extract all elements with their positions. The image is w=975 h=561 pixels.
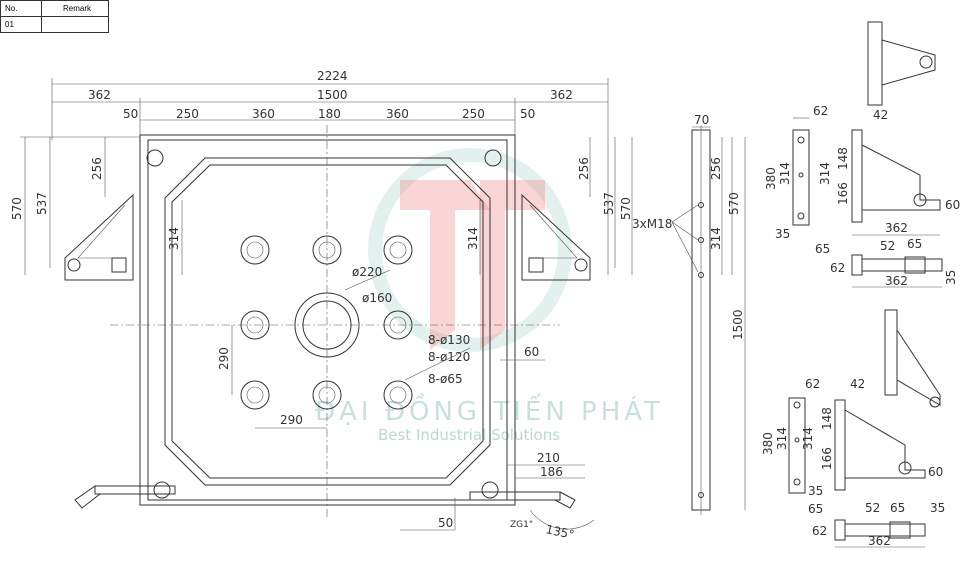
- dim-spacing: 180: [318, 107, 341, 121]
- bt-dim-148: 148: [836, 147, 850, 170]
- bb-dim-62: 62: [805, 377, 820, 391]
- port-holes: [240, 235, 413, 410]
- side-label-bolts: 3xM18: [632, 217, 672, 231]
- dim-plate-width: 1500: [317, 88, 348, 102]
- dim-210: 210: [537, 451, 560, 465]
- bb-dim-35b: 35: [930, 501, 945, 515]
- label-8-d120: 8-ø120: [428, 350, 470, 364]
- left-handle-bracket: [64, 193, 134, 281]
- bt-dim-60: 60: [945, 198, 960, 212]
- dim-186: 186: [540, 465, 563, 479]
- bb-dim-314b: 314: [801, 427, 815, 450]
- dim-spacing: 360: [252, 107, 275, 121]
- table-header-row: No. Remark: [0, 0, 109, 17]
- bracket-detail-bottom: 62 42 380 314 314 148 166 35 65 60 52 65…: [761, 309, 945, 548]
- side-dim-256: 256: [709, 157, 723, 180]
- right-outlet-nozzle: [469, 491, 595, 530]
- dim-right-314: 314: [466, 227, 480, 250]
- label-d160: ø160: [362, 291, 392, 305]
- watermark-tagline: Best Industrial Solutions: [378, 426, 560, 444]
- dim-grid-vertical: 290: [217, 347, 231, 370]
- dim-overall-width: 2224: [317, 69, 348, 83]
- dim-left-537: 537: [35, 192, 49, 215]
- bb-dim-35: 35: [808, 484, 823, 498]
- dim-right-256: 256: [577, 157, 591, 180]
- side-dim-1500: 1500: [731, 309, 745, 340]
- dim-edge: 60: [524, 345, 539, 359]
- bb-dim-380: 380: [761, 432, 775, 455]
- bt-dim-35: 35: [775, 227, 790, 241]
- bb-dim-42: 42: [850, 377, 865, 391]
- bb-dim-362: 362: [868, 534, 891, 548]
- bt-dim-380: 380: [764, 167, 778, 190]
- bb-dim-148: 148: [820, 407, 834, 430]
- bt-dim-362: 362: [885, 221, 908, 235]
- bt-dim-314b: 314: [818, 162, 832, 185]
- side-view: 70 3xM18 256 570 314 1500: [632, 113, 746, 515]
- side-dim-570: 570: [727, 192, 741, 215]
- remark-table: No. Remark 01: [0, 0, 109, 33]
- bb-dim-166: 166: [820, 447, 834, 470]
- bt-dim-52: 52: [880, 239, 895, 253]
- dim-right-537: 537: [602, 192, 616, 215]
- bt-dim-62b: 62: [830, 261, 845, 275]
- label-8-d65: 8-ø65: [428, 372, 463, 386]
- left-outlet-nozzle: [74, 485, 176, 509]
- right-handle-bracket: [521, 193, 591, 281]
- label-8-d130: 8-ø130: [428, 333, 470, 347]
- dim-spacing: 50: [123, 107, 138, 121]
- label-thread: ZG1": [510, 520, 533, 530]
- dim-left-256: 256: [90, 157, 104, 180]
- bb-dim-60: 60: [928, 465, 943, 479]
- bb-dim-62b: 62: [812, 524, 827, 538]
- dim-right-570: 570: [619, 197, 633, 220]
- dim-50: 50: [438, 516, 453, 530]
- label-angle: 135°: [544, 522, 575, 542]
- bb-dim-65b: 65: [890, 501, 905, 515]
- bt-dim-42: 42: [873, 108, 888, 122]
- dim-right-offset: 362: [550, 88, 573, 102]
- side-dim-70: 70: [694, 113, 709, 127]
- dim-spacing: 50: [520, 107, 535, 121]
- bb-dim-52: 52: [865, 501, 880, 515]
- side-dim-314: 314: [709, 227, 723, 250]
- bt-dim-65: 65: [815, 242, 830, 256]
- dim-spacing: 360: [386, 107, 409, 121]
- bb-dim-65: 65: [808, 502, 823, 516]
- bt-dim-166: 166: [836, 182, 850, 205]
- dim-spacing: 250: [462, 107, 485, 121]
- watermark-brand: ĐẠI ĐỒNG TIẾN PHÁT: [315, 392, 664, 427]
- cell-remark: [41, 16, 109, 33]
- cell-no: 01: [0, 16, 42, 33]
- front-view: 2224 362 1500 362 50 250 360 180 360 250…: [10, 69, 633, 542]
- dim-spacing: 250: [176, 107, 199, 121]
- dim-left-offset: 362: [88, 88, 111, 102]
- table-row: 01: [0, 16, 109, 33]
- bt-dim-35b: 35: [944, 270, 958, 285]
- watermark-logo: ĐẠI ĐỒNG TIẾN PHÁT Best Industrial Solut…: [315, 148, 664, 444]
- dim-left-314: 314: [167, 227, 181, 250]
- bt-dim-362b: 362: [885, 274, 908, 288]
- bracket-detail-top: 62 42 380 314 314 148 166 35 65 362 60 5…: [764, 21, 960, 288]
- label-d220: ø220: [352, 265, 382, 279]
- bt-dim-62: 62: [813, 104, 828, 118]
- dim-left-570: 570: [10, 197, 24, 220]
- bt-dim-65b: 65: [907, 237, 922, 251]
- bt-dim-314a: 314: [778, 162, 792, 185]
- dim-grid-horizontal: 290: [280, 413, 303, 427]
- bb-dim-314a: 314: [775, 427, 789, 450]
